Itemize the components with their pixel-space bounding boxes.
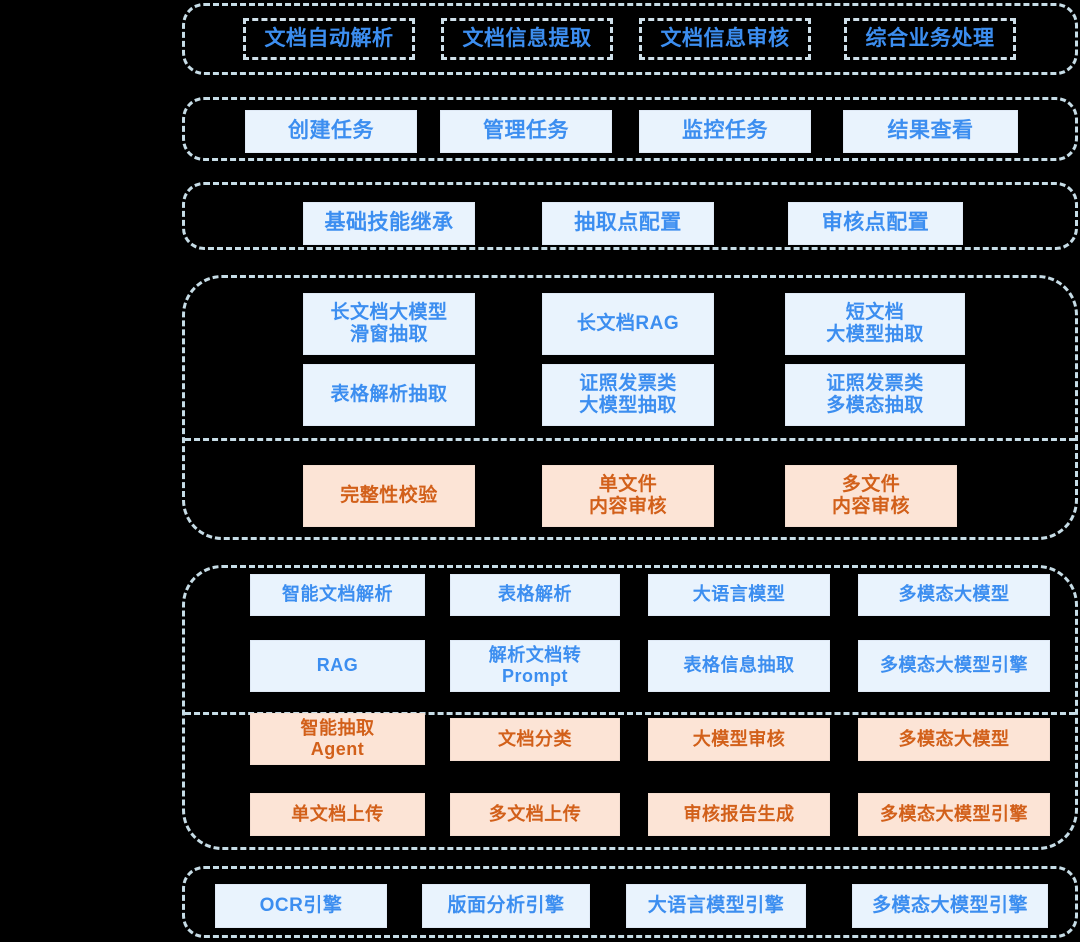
cell-extract-5[interactable]: 证照发票类 大模型抽取 (542, 364, 714, 426)
technology-group-divider (185, 712, 1075, 715)
cell-task-2[interactable]: 管理任务 (440, 110, 612, 153)
cell-extract-3[interactable]: 短文档 大模型抽取 (785, 293, 965, 355)
cell-tech-13[interactable]: 单文档上传 (250, 793, 425, 836)
technology-group (182, 565, 1078, 850)
cell-tech-16[interactable]: 多模态大模型引擎 (858, 793, 1050, 836)
cell-tech-11[interactable]: 大模型审核 (648, 718, 830, 761)
cell-tech-9[interactable]: 智能抽取 Agent (250, 713, 425, 765)
cell-tech-7[interactable]: 表格信息抽取 (648, 640, 830, 692)
capability-group-divider (185, 438, 1075, 441)
cell-extract-1[interactable]: 长文档大模型 滑窗抽取 (303, 293, 475, 355)
cell-tech-2[interactable]: 表格解析 (450, 574, 620, 616)
cell-engine-3[interactable]: 大语言模型引擎 (626, 884, 806, 928)
cell-extract-2[interactable]: 长文档RAG (542, 293, 714, 355)
business-scenario-group (182, 3, 1078, 75)
cell-tech-1[interactable]: 智能文档解析 (250, 574, 425, 616)
cell-review-2[interactable]: 单文件 内容审核 (542, 465, 714, 527)
cell-extract-4[interactable]: 表格解析抽取 (303, 364, 475, 426)
cell-business-1[interactable]: 文档自动解析 (243, 18, 415, 60)
cell-tech-12[interactable]: 多模态大模型 (858, 718, 1050, 761)
cell-tech-3[interactable]: 大语言模型 (648, 574, 830, 616)
configuration-group (182, 182, 1078, 250)
cell-engine-2[interactable]: 版面分析引擎 (422, 884, 590, 928)
cell-extract-6[interactable]: 证照发票类 多模态抽取 (785, 364, 965, 426)
cell-config-3[interactable]: 审核点配置 (788, 202, 963, 245)
task-management-group (182, 97, 1078, 161)
engine-group (182, 866, 1078, 938)
cell-review-1[interactable]: 完整性校验 (303, 465, 475, 527)
cell-engine-4[interactable]: 多模态大模型引擎 (852, 884, 1048, 928)
cell-tech-14[interactable]: 多文档上传 (450, 793, 620, 836)
cell-business-4[interactable]: 综合业务处理 (844, 18, 1016, 60)
cell-tech-8[interactable]: 多模态大模型引擎 (858, 640, 1050, 692)
cell-task-3[interactable]: 监控任务 (639, 110, 811, 153)
cell-tech-15[interactable]: 审核报告生成 (648, 793, 830, 836)
cell-config-2[interactable]: 抽取点配置 (542, 202, 714, 245)
cell-business-2[interactable]: 文档信息提取 (441, 18, 613, 60)
cell-review-3[interactable]: 多文件 内容审核 (785, 465, 957, 527)
cell-tech-10[interactable]: 文档分类 (450, 718, 620, 761)
cell-config-1[interactable]: 基础技能继承 (303, 202, 475, 245)
cell-tech-6[interactable]: 解析文档转 Prompt (450, 640, 620, 692)
cell-tech-5[interactable]: RAG (250, 640, 425, 692)
cell-business-3[interactable]: 文档信息审核 (639, 18, 811, 60)
cell-task-4[interactable]: 结果查看 (843, 110, 1018, 153)
cell-engine-1[interactable]: OCR引擎 (215, 884, 387, 928)
cell-tech-4[interactable]: 多模态大模型 (858, 574, 1050, 616)
capability-group (182, 275, 1078, 540)
cell-task-1[interactable]: 创建任务 (245, 110, 417, 153)
